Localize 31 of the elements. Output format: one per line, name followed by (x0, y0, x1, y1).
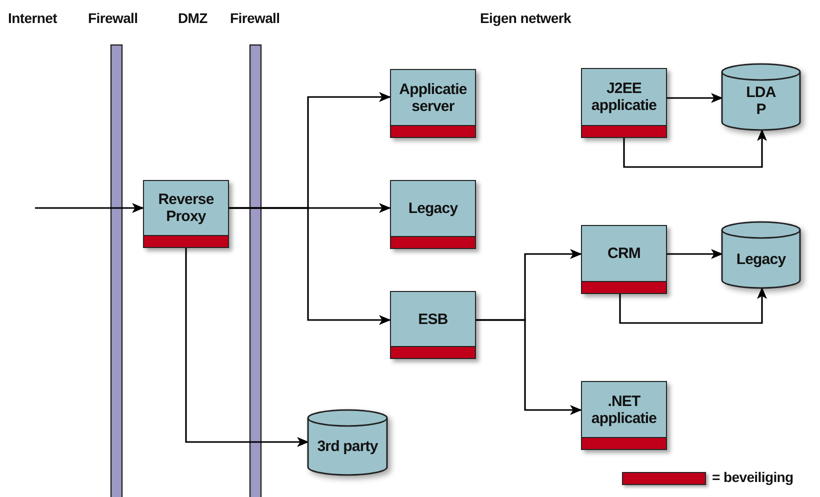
node-label: Legacy (408, 200, 458, 217)
node-label: .NET applicatie (590, 392, 658, 426)
node-label: ESB (418, 310, 448, 328)
server-box (581, 225, 667, 294)
node-label: Reverse Proxy (157, 191, 215, 225)
node-label: J2EE applicatie (590, 80, 658, 114)
node-label: Applicatie server (398, 80, 468, 114)
arrow (667, 93, 723, 103)
zone-label: Eigen netwerk (480, 10, 572, 26)
node-label: CRM (608, 245, 640, 262)
node-label: LDAP (745, 84, 777, 118)
server-box (390, 180, 476, 249)
legend-label: = beveiliging (712, 469, 794, 485)
arrow (667, 249, 723, 259)
zone-label: DMZ (178, 10, 208, 26)
arrow (623, 129, 767, 168)
zone-label: Firewall (230, 10, 280, 26)
server-box (581, 68, 667, 138)
zone-label: Firewall (88, 10, 138, 26)
server-box (390, 69, 476, 138)
server-box (581, 381, 667, 450)
arrow (185, 248, 309, 447)
node-label: Legacy (736, 250, 786, 268)
arrow (229, 207, 391, 325)
server-box (390, 291, 476, 359)
node-label: 3rd party (317, 438, 378, 455)
arrow (35, 203, 144, 213)
arrow (476, 319, 582, 415)
arrow (619, 287, 767, 324)
zone-label: Internet (8, 10, 57, 26)
server-box (143, 180, 229, 248)
